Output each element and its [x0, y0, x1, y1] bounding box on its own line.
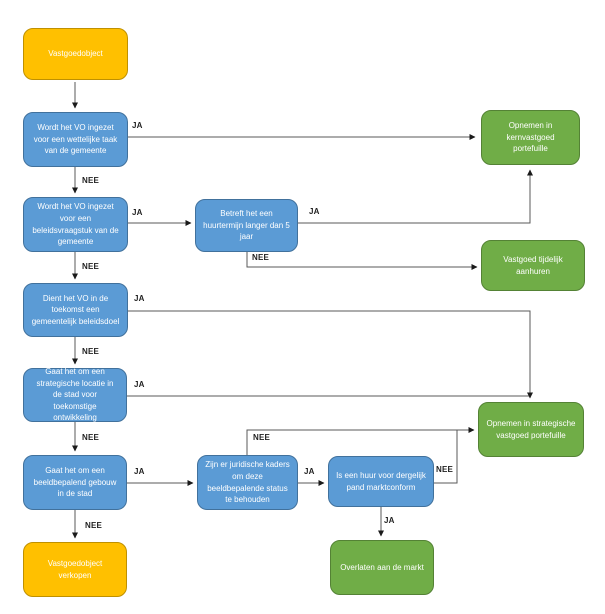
- edge-label-ja-marktconform: JA: [384, 516, 395, 525]
- edge-label-nee-wettelijke-taak: NEE: [82, 176, 100, 185]
- edge-label-ja-beleidsdoel: JA: [134, 294, 145, 303]
- node-huurtermijn-label: Betreft het een huurtermijn langer dan 5…: [203, 209, 290, 242]
- node-overlaten-markt: Overlaten aan de markt: [330, 540, 434, 595]
- node-wettelijke-taak: Wordt het VO ingezet voor een wettelijke…: [23, 112, 128, 167]
- node-tijdelijk-aanhuren: Vastgoed tijdelijk aanhuren: [481, 240, 585, 291]
- node-strategische-locatie: Gaat het om een strategische locatie in …: [23, 367, 127, 423]
- node-overlaten-markt-label: Overlaten aan de markt: [340, 562, 424, 572]
- node-beeldbepalend: Gaat het om een beeldbepalend gebouw in …: [23, 455, 127, 510]
- node-vastgoedobject: Vastgoedobject: [23, 28, 128, 80]
- edge-label-ja-wettelijke-taak: JA: [132, 121, 143, 130]
- edge-label-nee-beleidsvraagstuk: NEE: [82, 262, 100, 271]
- node-vastgoedobject-label: Vastgoedobject: [48, 49, 103, 59]
- edge-label-nee-marktconform: NEE: [436, 465, 454, 474]
- node-verkopen-label: Vastgoedobject verkopen: [47, 558, 103, 580]
- node-beleidsdoel-label: Dient het VO in de toekomst een gemeente…: [31, 293, 120, 326]
- node-beleidsdoel: Dient het VO in de toekomst een gemeente…: [23, 283, 128, 337]
- node-strategische-portefeuille-label: Opnemen in strategische vastgoed portefu…: [486, 418, 576, 440]
- edge-label-ja-huurtermijn: JA: [309, 207, 320, 216]
- node-juridische-kaders-label: Zijn er juridische kaders om deze beeldb…: [205, 460, 290, 505]
- node-huurtermijn: Betreft het een huurtermijn langer dan 5…: [195, 199, 298, 252]
- edge-label-ja-beeldbepalend: JA: [134, 467, 145, 476]
- edge-label-ja-strategische-locatie: JA: [134, 380, 145, 389]
- edge-label-nee-strategische-locatie: NEE: [82, 433, 100, 442]
- edge-label-ja-beleidsvraagstuk: JA: [132, 208, 143, 217]
- node-tijdelijk-aanhuren-label: Vastgoed tijdelijk aanhuren: [503, 254, 563, 276]
- edge-label-ja-juridische-kaders: JA: [304, 467, 315, 476]
- edge-label-nee-beleidsdoel: NEE: [82, 347, 100, 356]
- node-beleidsvraagstuk: Wordt het VO ingezet voor een beleidsvra…: [23, 197, 128, 252]
- node-kernvastgoed-portefeuille-label: Opnemen in kernvastgoed portefuille: [506, 121, 555, 154]
- node-verkopen: Vastgoedobject verkopen: [23, 542, 127, 597]
- node-beeldbepalend-label: Gaat het om een beeldbepalend gebouw in …: [33, 466, 117, 499]
- node-juridische-kaders: Zijn er juridische kaders om deze beeldb…: [197, 455, 298, 510]
- node-kernvastgoed-portefeuille: Opnemen in kernvastgoed portefuille: [481, 110, 580, 165]
- node-marktconform-label: Is een huur voor dergelijk pand marktcon…: [336, 470, 426, 492]
- node-marktconform: Is een huur voor dergelijk pand marktcon…: [328, 456, 434, 507]
- edge-label-nee-huurtermijn: NEE: [252, 253, 270, 262]
- edge-label-nee-beeldbepalend: NEE: [85, 521, 103, 530]
- node-wettelijke-taak-label: Wordt het VO ingezet voor een wettelijke…: [33, 123, 118, 156]
- node-strategische-portefeuille: Opnemen in strategische vastgoed portefu…: [478, 402, 584, 457]
- node-beleidsvraagstuk-label: Wordt het VO ingezet voor een beleidsvra…: [32, 202, 119, 247]
- node-strategische-locatie-label: Gaat het om een strategische locatie in …: [36, 367, 114, 423]
- edge-label-nee-juridische-kaders: NEE: [253, 433, 271, 442]
